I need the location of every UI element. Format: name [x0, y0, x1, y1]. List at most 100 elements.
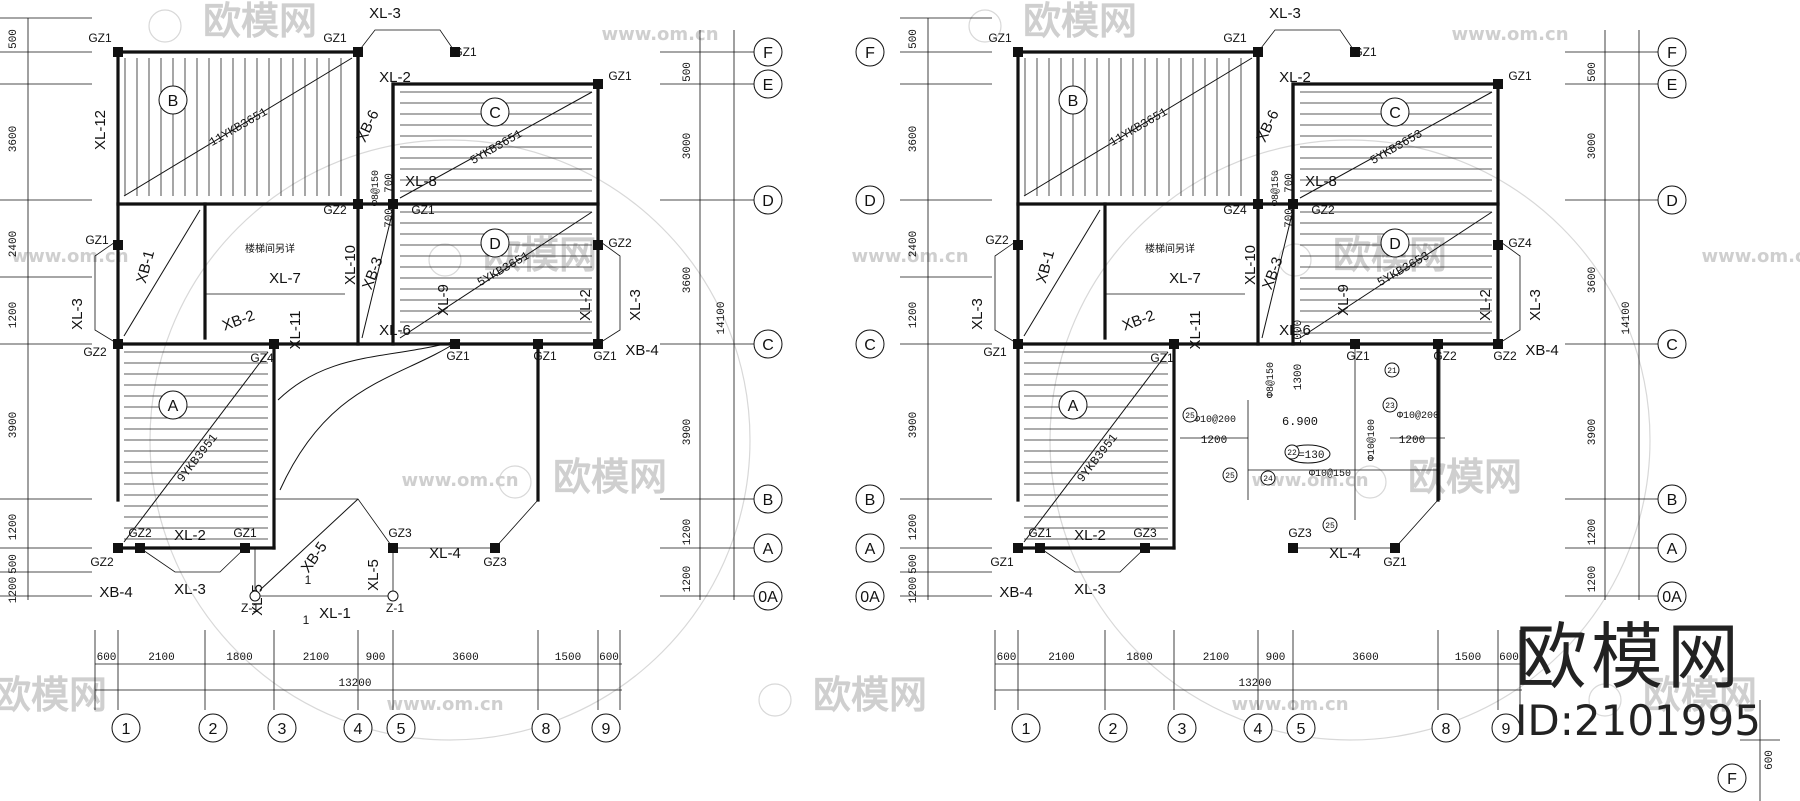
slab-diagonal-d	[399, 211, 593, 339]
cast-slab-label: XB-4	[1525, 342, 1558, 359]
bay-left	[94, 239, 119, 345]
grid-bubble-col: 3	[278, 721, 287, 738]
rebar-mark-circle	[1382, 397, 1398, 413]
rebar-mark-circle	[1384, 362, 1400, 378]
slab-tag-d-circle	[480, 228, 510, 258]
column-marker	[1493, 339, 1503, 349]
beam-label: XL-2	[577, 289, 594, 321]
grid-bubble-row-circle	[753, 185, 783, 215]
watermark-text: 欧模网	[813, 673, 927, 717]
dim-value-left: 500	[908, 29, 920, 49]
column-label: GZ2	[83, 345, 107, 359]
dim-value-left: 3900	[8, 412, 20, 438]
column-marker	[135, 543, 145, 553]
beam-label: XL-5	[365, 559, 382, 591]
beam-label: XL-2	[379, 69, 411, 86]
corner-dim-value: 600	[1764, 750, 1776, 770]
dim-value-bottom: 1800	[1126, 652, 1152, 664]
grid-bubble-col-circle	[1098, 713, 1128, 743]
grid-bubble-row-circle	[1657, 185, 1687, 215]
watermark-swirl-icon	[758, 683, 792, 717]
stair-note: 楼梯间另详	[245, 242, 295, 255]
rebar-note: Φ10@100	[1366, 419, 1378, 461]
column-label: GZ2	[608, 236, 632, 250]
column-label: GZ1	[1346, 349, 1370, 363]
rebar-mark: 21	[1387, 367, 1397, 376]
grid-bubble-col-circle	[591, 713, 621, 743]
column-marker	[593, 79, 603, 89]
dim-value-bottom: 900	[1266, 652, 1286, 664]
grid-bubble-row-circle	[1657, 533, 1687, 563]
column-label: GZ3	[1288, 526, 1312, 540]
grid-bubble-col-circle	[1286, 713, 1316, 743]
beam-label: XL-1	[319, 605, 351, 622]
grid-bubble-col-circle	[1491, 713, 1521, 743]
dim-value-bottom: 1500	[1455, 652, 1481, 664]
column-marker	[269, 339, 279, 349]
dim-value-right: 1200	[1587, 519, 1599, 545]
dim-value-left: 1200	[908, 514, 920, 540]
rebar-mark: 25	[1225, 472, 1235, 481]
slab-diagonal-b	[1023, 57, 1253, 197]
dim-value-right: 500	[1587, 62, 1599, 82]
dim-value-bottom: 900	[366, 652, 386, 664]
cast-slab-label: XB-4	[99, 584, 132, 601]
grid-bubble-col: 5	[397, 721, 406, 738]
small-dim: 1200	[1399, 435, 1425, 447]
dim-value-bottom: 2100	[303, 652, 329, 664]
watermark-url: www.om.cn	[11, 246, 128, 267]
cast-slab-label: XB-2	[1120, 307, 1157, 334]
watermark-text: 欧模网	[1023, 0, 1137, 43]
column-marker	[113, 543, 123, 553]
post-marker	[387, 590, 399, 602]
beam-label: XL-8	[405, 173, 437, 190]
rebar-mark-circle	[1260, 470, 1276, 486]
grid-bubble-row: 0A	[1662, 589, 1682, 606]
column-label: GZ2	[1493, 349, 1517, 363]
dim-value-left: 500	[8, 554, 20, 574]
column-label: GZ1	[233, 526, 257, 540]
dim-value-left: 1200	[8, 514, 20, 540]
dim-total-horizontal: 13200	[1238, 678, 1271, 690]
grid-bubble-row-left-circle	[855, 329, 885, 359]
watermark-swirl-icon	[968, 9, 1002, 43]
dim-total-vertical: 14100	[716, 301, 728, 334]
dim-value-right: 3000	[682, 133, 694, 159]
rebar-mark-circle	[1182, 407, 1198, 423]
slab-diagonal-xb3	[361, 209, 394, 339]
cast-slab-label: XB-1	[1033, 249, 1058, 286]
dim-value-left: 2400	[8, 231, 20, 257]
dim-value-right: 3000	[1587, 133, 1599, 159]
column-marker	[1013, 47, 1023, 57]
slab-diagonal-b	[123, 57, 353, 197]
cast-slab-label: XB-2	[220, 307, 257, 334]
beam-label: XL-4	[1329, 545, 1361, 562]
brand-logo: 欧模网 ID:2101995	[1515, 618, 1765, 768]
grid-bubble-col: 4	[1254, 721, 1263, 738]
watermark-swirl-icon	[148, 9, 182, 43]
slab-tag-d: D	[489, 236, 501, 253]
grid-bubble-col-circle	[111, 713, 141, 743]
slab-code-b: 11YKB3651	[207, 105, 270, 150]
grid-bubble-col-circle	[267, 713, 297, 743]
column-marker	[1013, 240, 1023, 250]
beam-label: XL-12	[92, 110, 109, 150]
column-label: GZ1	[608, 69, 632, 83]
slab-diagonal-c	[399, 91, 593, 199]
column-marker	[388, 199, 398, 209]
dim-value-left: 1200	[8, 577, 20, 603]
grid-bubble-row: B	[1667, 492, 1678, 509]
bay-left	[994, 239, 1019, 345]
watermark-url: www.om.cn	[1251, 470, 1368, 491]
rebar-mark: 23	[1385, 402, 1395, 411]
small-dim: 1300	[1293, 364, 1305, 390]
grid-bubble-row: C	[762, 337, 774, 354]
grid-bubble-row-circle	[1657, 484, 1687, 514]
dim-value-right: 500	[682, 62, 694, 82]
rebar-mark: 25	[1325, 522, 1335, 531]
bay-top	[357, 29, 456, 53]
bay-se	[1293, 499, 1439, 549]
beam-label: XL-9	[435, 284, 452, 316]
corner-grid-bubble-circle	[1717, 763, 1747, 793]
column-label: GZ1	[988, 31, 1012, 45]
